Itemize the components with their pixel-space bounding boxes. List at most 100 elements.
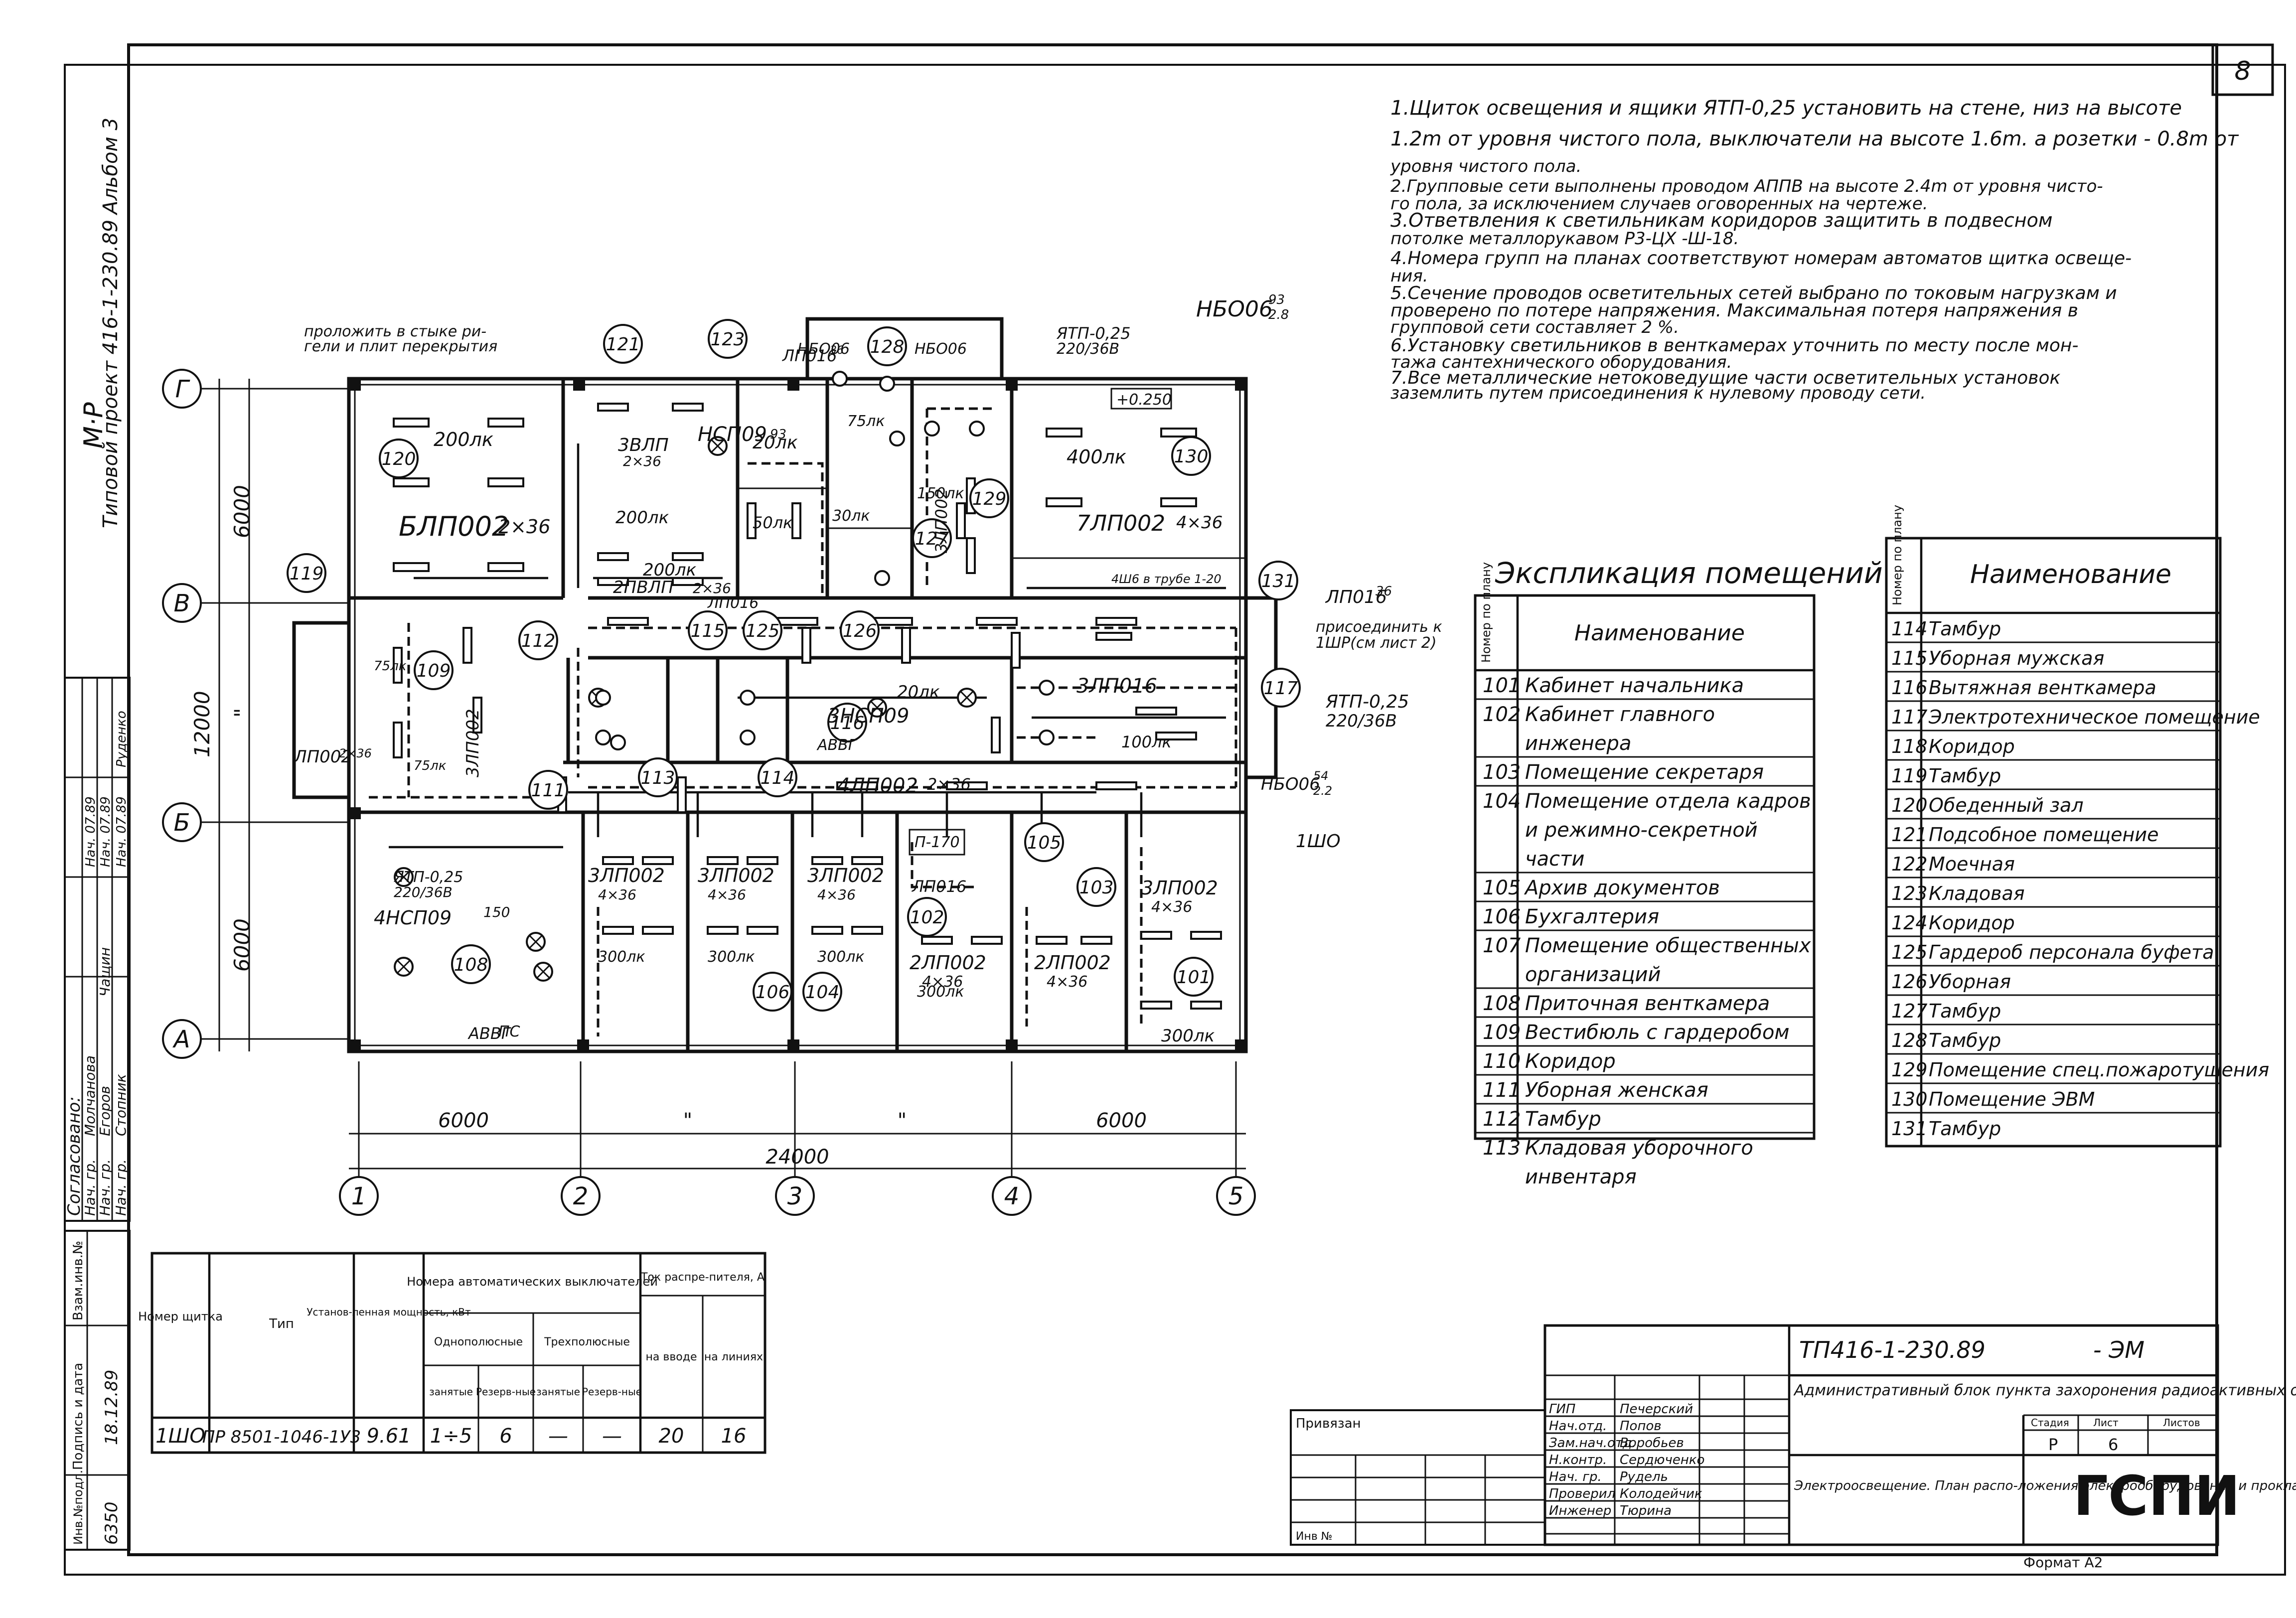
svg-text:Р: Р: [2048, 1435, 2058, 1454]
svg-text:БЛП002: БЛП002: [399, 511, 509, 542]
svg-text:Г: Г: [175, 375, 190, 403]
lamp-icon: [957, 688, 977, 708]
svg-text:12000: 12000: [190, 691, 214, 757]
sheet-number-box: [2211, 43, 2274, 96]
svg-text:А: А: [172, 1026, 190, 1053]
explication-row-name: Электротехническое помещение: [1928, 706, 2260, 728]
explication-row-number: 103: [1483, 761, 1521, 784]
explication-row-name: Тамбур: [1929, 1118, 2001, 1140]
role-name: Тюрина: [1620, 1503, 1672, 1518]
fluorescent-fixture: [1095, 632, 1132, 641]
fluorescent-fixture: [487, 477, 524, 487]
room-bubble: 112: [518, 620, 558, 660]
fluorescent-fixture: [1095, 781, 1137, 790]
svg-text:4: 4: [1004, 1182, 1020, 1210]
svg-text:проложить в стыке ри-: проложить в стыке ри-: [304, 323, 486, 340]
svg-text:20лк: 20лк: [753, 433, 798, 453]
svg-text:Номер по плану: Номер по плану: [1479, 562, 1493, 663]
approval-stamp: Согласовано: Нач. гр. Молчанова Нач. гр.…: [64, 677, 131, 1222]
fluorescent-fixture: [1135, 707, 1177, 716]
fluorescent-fixture: [597, 577, 629, 586]
svg-text:Б: Б: [174, 809, 190, 837]
svg-text:НСП09: НСП09: [698, 423, 767, 446]
fluorescent-fixture: [1140, 1001, 1172, 1010]
explication-row-number: 110: [1483, 1050, 1521, 1073]
svg-text:Номера автоматических выключат: Номера автоматических выключателей: [407, 1275, 658, 1289]
svg-text:116: 116: [830, 713, 865, 734]
svg-text:113: 113: [641, 768, 675, 788]
svg-text:131: 131: [1261, 571, 1296, 591]
ceiling-lamp-icon: [740, 690, 756, 706]
svg-text:115: 115: [691, 621, 725, 641]
explication-row-name: Вытяжная венткамера: [1929, 677, 2156, 699]
svg-text:Нач. гр.: Нач. гр.: [82, 1159, 98, 1216]
room-bubble: 101: [1174, 957, 1214, 997]
svg-text:220/36В: 220/36В: [1326, 711, 1397, 731]
svg-text:300лк: 300лк: [1161, 1026, 1215, 1046]
lamp-icon: [708, 436, 728, 456]
explication-row-number: 127: [1891, 1000, 1928, 1022]
svg-text:3ЛП002: 3ЛП002: [698, 865, 774, 886]
svg-text:2ЛП002: 2ЛП002: [1034, 952, 1111, 974]
ceiling-lamp-icon: [832, 371, 848, 387]
svg-text:3ВЛП: 3ВЛП: [618, 435, 669, 455]
role-title: Зам.нач.отд.: [1549, 1436, 1636, 1451]
room-bubble: 104: [802, 972, 842, 1012]
svg-text:гели и плит перекрытия: гели и плит перекрытия: [304, 338, 497, 355]
fluorescent-fixture: [851, 856, 883, 865]
svg-text:2ЛП002: 2ЛП002: [910, 952, 986, 974]
room-bubble: 109: [414, 650, 454, 690]
explication-row-name: инвентаря: [1525, 1166, 1637, 1188]
explication-row-name: Помещение отдела кадров: [1525, 790, 1811, 813]
explication-row-number: 116: [1891, 677, 1928, 699]
explication-row-name: Тамбур: [1929, 1030, 2001, 1051]
svg-text:18.12.89: 18.12.89: [102, 1370, 122, 1445]
svg-text:75лк: 75лк: [374, 659, 407, 674]
svg-text:30лк: 30лк: [832, 507, 870, 525]
svg-text:6: 6: [2108, 1435, 2118, 1454]
svg-text:200лк: 200лк: [615, 508, 669, 528]
svg-text:220/36В: 220/36В: [1057, 340, 1119, 358]
fluorescent-fixture: [597, 403, 629, 412]
explication-row-name: Кабинет начальника: [1525, 674, 1744, 697]
fluorescent-fixture: [791, 502, 801, 539]
explication-row-number: 101: [1483, 674, 1521, 697]
explication-row-name: Кабинет главного: [1525, 703, 1715, 726]
explication-row-name: Гардероб персонала буфета: [1929, 941, 2214, 963]
fluorescent-fixture: [607, 617, 649, 626]
ceiling-lamp-icon: [879, 376, 895, 392]
svg-text:7.Все металлические нетоковеду: 7.Все металлические нетоковедущие части …: [1390, 368, 2061, 388]
svg-text:3ЛП002: 3ЛП002: [463, 709, 483, 777]
room-bubble: 113: [638, 757, 678, 797]
fluorescent-fixture: [393, 562, 430, 572]
svg-text:ЛП016: ЛП016: [782, 346, 837, 365]
explication-row-name: Вестибюль с гардеробом: [1525, 1021, 1790, 1044]
svg-text:4×36: 4×36: [598, 886, 636, 903]
room-bubble: 125: [743, 610, 782, 650]
explication-row-number: 107: [1483, 934, 1521, 957]
fluorescent-fixture: [602, 926, 634, 935]
svg-text:2.Групповые сети выполнены про: 2.Групповые сети выполнены проводом АППВ…: [1390, 176, 2103, 196]
explication-row-name: Подсобное помещение: [1929, 824, 2158, 846]
svg-text:НБО06: НБО06: [1196, 296, 1273, 322]
floor-plan: Г В Б А 6000 12000 " 6000 1: [162, 293, 1442, 1216]
side-stamp: Взам.инв.№ Подпись и дата Инв.№подл. 18.…: [64, 1230, 131, 1551]
svg-text:6: 6: [499, 1425, 512, 1448]
svg-text:Стопник: Стопник: [113, 1074, 129, 1136]
svg-text:Наименование: Наименование: [1970, 560, 2171, 589]
svg-text:3ЛП016: 3ЛП016: [1076, 675, 1157, 698]
fluorescent-fixture: [487, 562, 524, 572]
fluorescent-fixture: [776, 617, 818, 626]
svg-text:400лк: 400лк: [1067, 446, 1126, 468]
explication-row-name: Приточная венткамера: [1525, 992, 1770, 1015]
svg-text:ЛП016: ЛП016: [707, 594, 759, 612]
svg-text:П-170: П-170: [915, 834, 960, 851]
fluorescent-fixture: [393, 418, 430, 428]
ceiling-lamp-icon: [595, 690, 611, 706]
svg-text:3ЛП002: 3ЛП002: [932, 488, 951, 553]
fluorescent-fixture: [1140, 931, 1172, 940]
svg-text:Трехполюсные: Трехполюсные: [544, 1336, 630, 1348]
light-fixtures: [393, 403, 1222, 1010]
svg-text:127: 127: [915, 529, 949, 549]
